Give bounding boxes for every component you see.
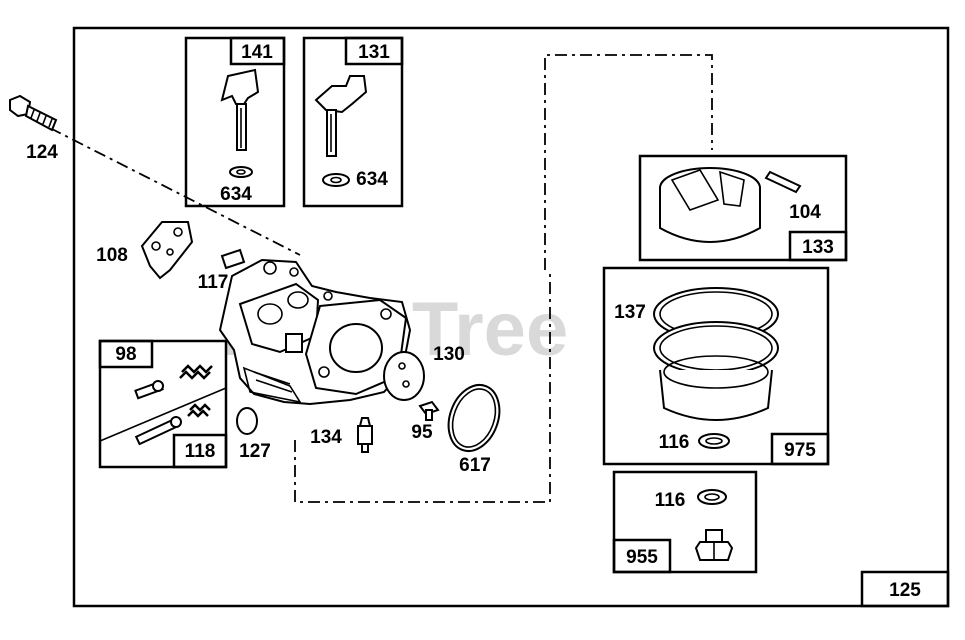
- float-bowl-insert-icon: [659, 167, 761, 243]
- box-975-tag: [770, 432, 830, 466]
- bowl-nut-icon: [694, 529, 734, 561]
- box-133-tag: [788, 230, 848, 262]
- washer-116-b-icon: [697, 489, 727, 505]
- label-134: 134: [310, 427, 342, 448]
- label-130: 130: [433, 344, 465, 365]
- diagram-frame: [72, 26, 950, 608]
- box-98-tag: [98, 339, 154, 369]
- label-108: 108: [96, 245, 128, 266]
- screw-95-icon: [418, 400, 440, 421]
- box-141-label: 141: [241, 42, 273, 63]
- box-955: [612, 470, 758, 574]
- box-98-label: 98: [115, 344, 136, 365]
- bolt-axis-line: [49, 127, 301, 256]
- label-104: 104: [789, 202, 821, 223]
- label-634-b: 634: [356, 169, 388, 190]
- carburetor-body-icon: [218, 258, 412, 406]
- mixture-spring-icon: [187, 403, 211, 418]
- mixture-screw-icon: [134, 416, 182, 446]
- box-133-label: 133: [802, 237, 834, 258]
- label-124: 124: [26, 142, 58, 163]
- float-bowl-icon: [653, 287, 779, 421]
- float-130-icon: [383, 351, 425, 401]
- label-116-a: 116: [659, 432, 690, 453]
- throttle-shaft-icon: [314, 75, 368, 187]
- box-divider: [99, 387, 227, 442]
- box-131-tag: [344, 36, 404, 66]
- choke-shaft-icon: [220, 68, 260, 178]
- label-634-a: 634: [220, 184, 252, 205]
- gasket-617-icon: [447, 384, 501, 452]
- idle-spring-icon: [179, 364, 213, 380]
- pin-icon: [220, 248, 246, 270]
- label-116-b: 116: [655, 490, 686, 511]
- plate-icon: [140, 221, 194, 280]
- box-118-label: 118: [185, 441, 216, 462]
- label-117: 117: [198, 272, 229, 293]
- ring-127-icon: [236, 407, 258, 435]
- label-127: 127: [239, 441, 271, 462]
- label-617: 617: [459, 455, 491, 476]
- frame-label: 125: [889, 580, 921, 601]
- box-118-tag: [172, 433, 228, 469]
- box-955-tag: [612, 538, 672, 574]
- air-path-line: [544, 54, 713, 270]
- pin-104-icon: [764, 170, 802, 194]
- washer-116-a-icon: [698, 433, 730, 449]
- box-955-label: 955: [626, 547, 658, 568]
- box-131-label: 131: [358, 42, 390, 63]
- inlet-needle-icon: [357, 417, 373, 453]
- bolt-icon: [9, 94, 58, 132]
- box-98-118: [98, 339, 228, 469]
- frame-label-box: [860, 570, 950, 608]
- box-133: [638, 154, 848, 262]
- box-975-label: 975: [784, 440, 816, 461]
- label-137: 137: [614, 302, 646, 323]
- box-975: [602, 266, 830, 466]
- float-bowl-path-line: [294, 270, 551, 503]
- idle-screw-icon: [134, 380, 164, 400]
- box-141-tag: [229, 36, 286, 66]
- label-95: 95: [411, 422, 433, 443]
